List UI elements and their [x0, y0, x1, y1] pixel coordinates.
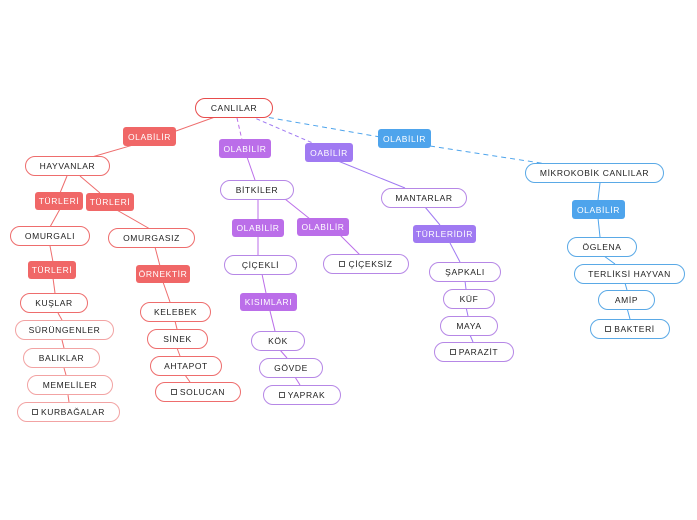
list-item-microorganism[interactable]: TERLİKSİ HAYVAN: [574, 264, 685, 284]
node-animals[interactable]: HAYVANLAR: [25, 156, 110, 176]
checkbox-icon: [605, 326, 612, 332]
checkbox-icon: [170, 389, 177, 395]
list-item-microorganism[interactable]: BAKTERİ: [590, 319, 670, 339]
node-flowerless[interactable]: ÇİÇEKSİZ: [323, 254, 409, 274]
list-item-vertebrate[interactable]: MEMELİLER: [27, 375, 113, 395]
checkbox-icon: [31, 409, 38, 415]
relation-tag-animals[interactable]: OLABİLİR: [123, 127, 176, 146]
list-item-fungus[interactable]: ŞAPKALI: [429, 262, 501, 282]
node-microorganisms[interactable]: MİKROKOBİK CANLILAR: [525, 163, 664, 183]
list-item-microorganism[interactable]: AMİP: [598, 290, 655, 310]
root-node[interactable]: CANLILAR: [195, 98, 273, 118]
list-item-plant-part[interactable]: YAPRAK: [263, 385, 341, 405]
list-item-label: SOLUCAN: [179, 387, 226, 397]
list-item-vertebrate[interactable]: BALIKLAR: [23, 348, 100, 368]
relation-tag-invertebrates[interactable]: ÖRNEKTİR: [136, 265, 190, 283]
list-item-label: YAPRAK: [287, 390, 326, 400]
list-item-microorganism[interactable]: ÖGLENA: [567, 237, 637, 257]
relation-tag-animals-left[interactable]: TÜRLERİ: [35, 192, 83, 210]
relation-tag-micro[interactable]: OLABİLİR: [378, 129, 431, 148]
relation-tag-plants[interactable]: OLABİLİR: [219, 139, 271, 158]
list-item-invertebrate[interactable]: KELEBEK: [140, 302, 211, 322]
list-item-label: KURBAĞALAR: [40, 407, 106, 417]
relation-tag-animals-right[interactable]: TÜRLERİ: [86, 193, 134, 211]
list-item-plant-part[interactable]: GÖVDE: [259, 358, 323, 378]
node-label: ÇİÇEKSİZ: [348, 259, 393, 269]
node-plants[interactable]: BİTKİLER: [220, 180, 294, 200]
list-item-fungus[interactable]: PARAZİT: [434, 342, 514, 362]
relation-tag-plants-left[interactable]: OLABİLİR: [232, 219, 284, 237]
relation-tag-fungi[interactable]: OABİLİR: [305, 143, 353, 162]
relation-tag-fungi-types[interactable]: TÜRLERİDİR: [413, 225, 476, 243]
relation-tag-micro-types[interactable]: OLABİLİR: [572, 200, 625, 219]
list-item-vertebrate[interactable]: KURBAĞALAR: [17, 402, 120, 422]
relation-tag-plants-right[interactable]: OLABİLİR: [297, 218, 349, 236]
relation-tag-vertebrates[interactable]: TÜRLERİ: [28, 261, 76, 279]
list-item-plant-part[interactable]: KÖK: [251, 331, 305, 351]
node-fungi[interactable]: MANTARLAR: [381, 188, 467, 208]
list-item-vertebrate[interactable]: SÜRÜNGENLER: [15, 320, 114, 340]
node-invertebrates[interactable]: OMURGASIZ: [108, 228, 195, 248]
relation-tag-parts[interactable]: KISIMLARI: [240, 293, 297, 311]
checkbox-icon: [339, 261, 346, 267]
node-vertebrates[interactable]: OMURGALI: [10, 226, 90, 246]
list-item-invertebrate[interactable]: SOLUCAN: [155, 382, 241, 402]
list-item-fungus[interactable]: MAYA: [440, 316, 498, 336]
list-item-invertebrate[interactable]: SİNEK: [147, 329, 208, 349]
list-item-fungus[interactable]: KÜF: [443, 289, 495, 309]
checkbox-icon: [278, 392, 285, 398]
list-item-label: BAKTERİ: [614, 324, 655, 334]
list-item-label: PARAZİT: [458, 347, 499, 357]
checkbox-icon: [449, 349, 456, 355]
list-item-invertebrate[interactable]: AHTAPOT: [150, 356, 222, 376]
list-item-vertebrate[interactable]: KUŞLAR: [20, 293, 88, 313]
node-flowering[interactable]: ÇİÇEKLİ: [224, 255, 297, 275]
